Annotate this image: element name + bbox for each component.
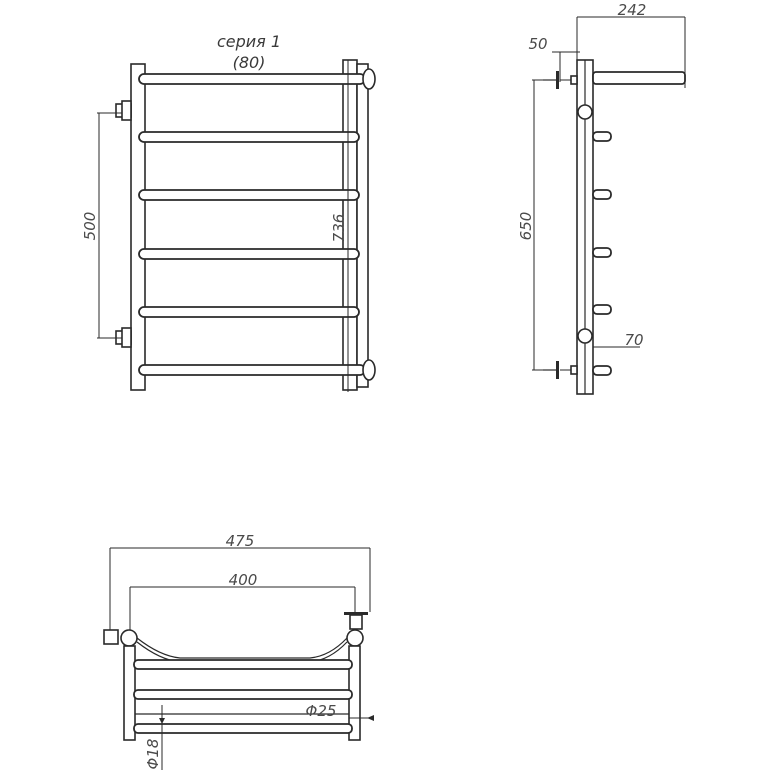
rail-4 (138, 248, 360, 260)
dim-height: 736 (330, 214, 348, 243)
side-top-nut (570, 75, 578, 85)
rail-6 (138, 364, 366, 376)
rail-2 (138, 131, 360, 143)
dim-pipe-main: Φ25 (306, 702, 337, 720)
side-stub-5 (592, 365, 612, 376)
top-rail-3 (133, 723, 353, 734)
left-vertical-pipe (130, 63, 146, 391)
top-right-body (349, 614, 363, 630)
top-right-port (346, 629, 364, 647)
side-stub-4 (592, 304, 612, 315)
dim-overall-width: 475 (226, 532, 255, 550)
side-top-port (577, 104, 593, 120)
dim-side-connection-spacing: 650 (517, 212, 535, 241)
top-frame-curve (136, 637, 348, 659)
top-cap (362, 68, 376, 90)
rail-3 (138, 189, 360, 201)
rail-1 (138, 73, 366, 85)
side-bottom-flange (556, 361, 559, 379)
top-left-port (120, 629, 138, 647)
dim-rail-projection: 70 (624, 331, 643, 349)
side-bottom-port (577, 328, 593, 344)
top-connection-nut (121, 100, 132, 121)
top-rail-1 (133, 659, 353, 670)
top-right-flange (344, 612, 368, 615)
dim-d18-arrow (159, 718, 165, 724)
top-rail-2 (133, 689, 353, 700)
bottom-connection-nut (121, 327, 132, 348)
side-top-rail (592, 71, 686, 85)
side-stub-1 (592, 131, 612, 142)
dim-d25-arrow (367, 715, 374, 721)
rail-5 (138, 306, 360, 318)
dim-connection-spacing: 500 (81, 212, 99, 241)
dim-pipe-rail: Φ18 (144, 739, 162, 770)
top-view: 475 400 Φ25 Φ18 (103, 532, 374, 770)
side-stub-2 (592, 189, 612, 200)
dim-wall-offset: 50 (528, 35, 547, 53)
series-title: серия 1 (217, 32, 281, 51)
front-view: серия 1 (80) 500 736 (81, 32, 376, 392)
side-top-flange (556, 71, 559, 89)
top-left-nut (103, 629, 119, 645)
dim-axis-width: 400 (229, 571, 258, 589)
series-subtitle: (80) (233, 53, 266, 72)
bottom-cap (362, 359, 376, 381)
side-stub-3 (592, 247, 612, 258)
side-view: 242 50 650 70 (517, 1, 686, 395)
right-pipe-shadow (356, 63, 369, 388)
top-frame-curve-inner (136, 641, 348, 663)
dim-width-total: 242 (618, 1, 647, 19)
side-bottom-nut (570, 365, 578, 375)
